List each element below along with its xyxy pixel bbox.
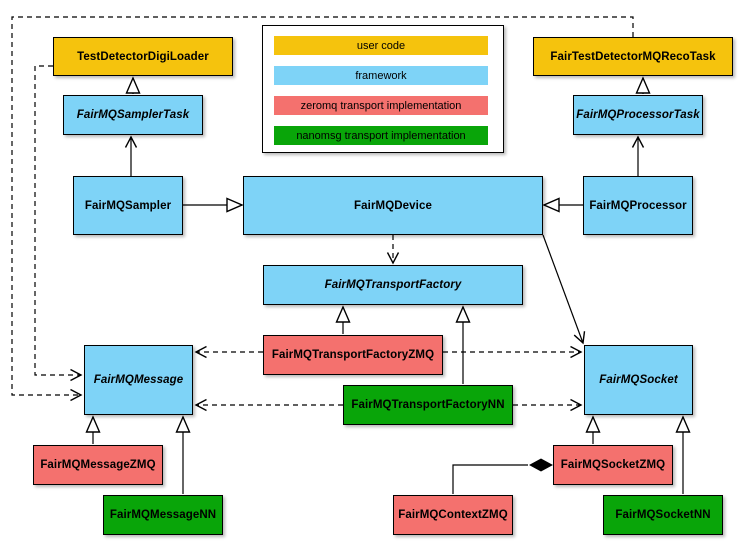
edge-contextzmq-to-socketzmq: [452, 464, 528, 494]
node-fair-test-detector-mq-reco-task: FairTestDetectorMQRecoTask: [533, 37, 733, 76]
node-fairmq-sampler: FairMQSampler: [73, 176, 183, 235]
legend: user code framework zeromq transport imp…: [262, 25, 504, 153]
legend-item-nanomsg: nanomsg transport implementation: [274, 126, 488, 145]
node-fairmq-transport-factory-zmq: FairMQTransportFactoryZMQ: [263, 335, 443, 375]
node-fairmq-sampler-task: FairMQSamplerTask: [63, 95, 203, 135]
node-fairmq-message-nn: FairMQMessageNN: [103, 495, 223, 535]
node-fairmq-message: FairMQMessage: [84, 345, 193, 415]
edge-digiloader-to-message: [34, 65, 83, 382]
edge-recotask-to-message: [11, 16, 634, 402]
node-fairmq-message-zmq: FairMQMessageZMQ: [33, 445, 163, 485]
node-test-detector-digi-loader: TestDetectorDigiLoader: [53, 37, 233, 76]
node-fairmq-socket-zmq: FairMQSocketZMQ: [553, 445, 673, 485]
legend-item-user-code: user code: [274, 36, 488, 55]
node-fairmq-device: FairMQDevice: [243, 176, 543, 235]
node-fairmq-transport-factory-nn: FairMQTransportFactoryNN: [343, 385, 513, 425]
node-fairmq-transport-factory: FairMQTransportFactory: [263, 265, 523, 305]
composition-diamond-icon: [529, 458, 553, 472]
edge-device-to-socket: [542, 234, 586, 345]
legend-item-framework: framework: [274, 66, 488, 85]
node-fairmq-processor: FairMQProcessor: [583, 176, 693, 235]
node-fairmq-socket-nn: FairMQSocketNN: [603, 495, 723, 535]
node-fairmq-socket: FairMQSocket: [584, 345, 693, 415]
legend-item-zeromq: zeromq transport implementation: [274, 96, 488, 115]
node-fairmq-processor-task: FairMQProcessorTask: [573, 95, 703, 135]
node-fairmq-context-zmq: FairMQContextZMQ: [393, 495, 513, 535]
